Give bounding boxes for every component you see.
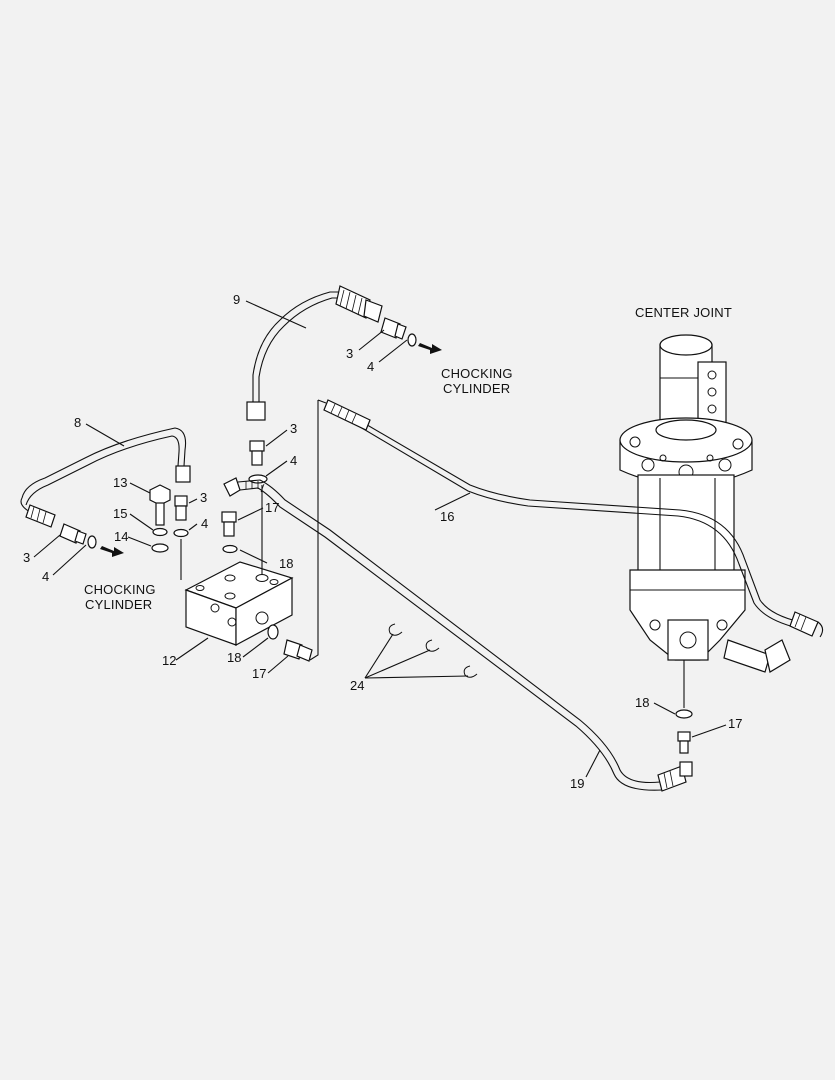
callout-3-top: 3 [346, 346, 353, 361]
hose-16 [323, 399, 824, 638]
callout-18-right: 18 [635, 695, 649, 710]
fitting-3-top [380, 317, 407, 340]
hose-19 [223, 477, 693, 792]
callout-18-low: 18 [227, 650, 241, 665]
center-joint-assembly [619, 334, 791, 673]
callout-17-right: 17 [728, 716, 742, 731]
fitting-17-low [283, 639, 313, 662]
callout-8: 8 [74, 415, 81, 430]
callout-13: 13 [113, 475, 127, 490]
leader-bracket [309, 400, 319, 661]
callout-3-left: 3 [23, 550, 30, 565]
washer-14 [151, 543, 169, 553]
hose-8 [20, 427, 191, 528]
callout-19: 19 [570, 776, 584, 791]
callout-4-top: 4 [367, 359, 374, 374]
fitting-3-left [59, 523, 87, 545]
o-ring-18-block [222, 544, 238, 554]
valve-block-12 [180, 485, 294, 647]
callout-15: 15 [113, 506, 127, 521]
callout-9: 9 [233, 292, 240, 307]
fitting-3-mid [249, 440, 265, 466]
o-ring-4-left [87, 535, 97, 549]
caption-chocking-right-line2: CYLINDER [443, 381, 510, 396]
callout-4-mid: 4 [290, 453, 297, 468]
callout-4-left: 4 [42, 569, 49, 584]
leader-lines [33, 300, 727, 778]
caption-chocking-right-line1: CHOCKING [441, 366, 513, 381]
callout-24: 24 [350, 678, 364, 693]
callout-12: 12 [162, 653, 176, 668]
o-ring-4-block [173, 528, 189, 538]
fitting-17-right [677, 731, 691, 754]
callout-4-block: 4 [201, 516, 208, 531]
snap-rings-24 [388, 623, 478, 678]
caption-center-joint: CENTER JOINT [635, 305, 732, 320]
bolt-13 [149, 484, 171, 526]
caption-chocking-left-line2: CYLINDER [85, 597, 152, 612]
arrow-chocking-left [100, 546, 124, 557]
fitting-17-block [221, 511, 237, 537]
callout-3-block: 3 [200, 490, 207, 505]
fitting-3-block [174, 495, 188, 521]
arrow-chocking-right [418, 343, 442, 354]
o-ring-4-top [407, 333, 417, 347]
callout-16: 16 [440, 509, 454, 524]
o-ring-18-low [267, 624, 279, 640]
callout-3-mid: 3 [290, 421, 297, 436]
callout-14: 14 [114, 529, 128, 544]
washer-15 [152, 527, 168, 537]
callout-17-block: 17 [265, 500, 279, 515]
callout-17-low: 17 [252, 666, 266, 681]
hose-9 [246, 285, 383, 421]
caption-chocking-left-line1: CHOCKING [84, 582, 156, 597]
callout-18-block: 18 [279, 556, 293, 571]
o-ring-18-right [675, 709, 693, 719]
